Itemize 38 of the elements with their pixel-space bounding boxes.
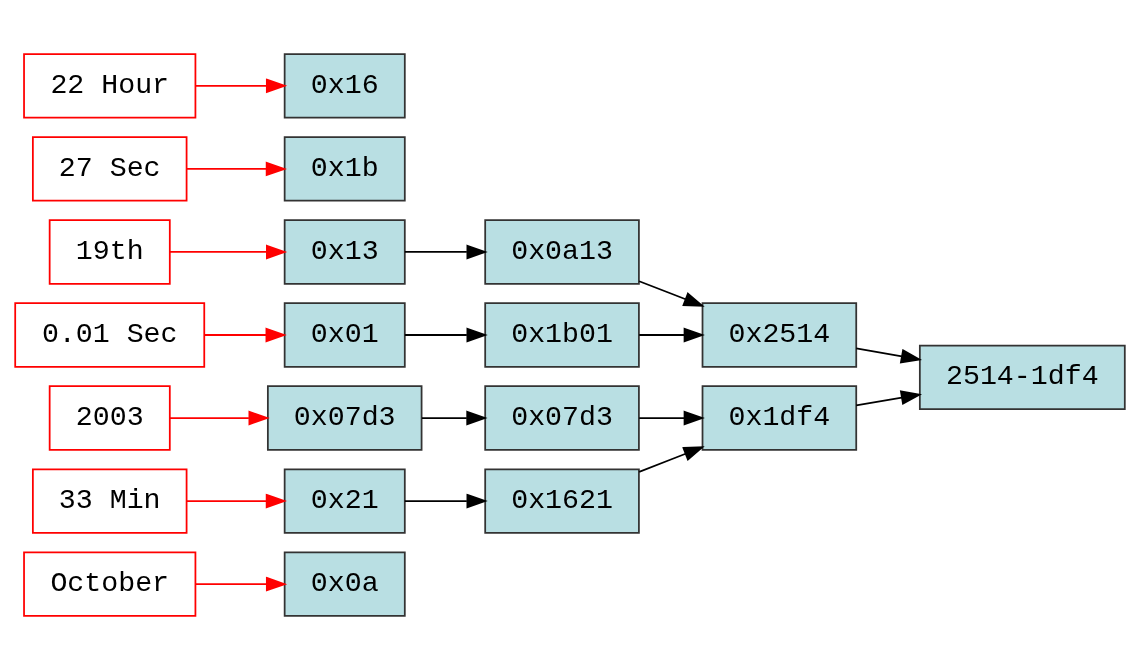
node-box: 2003 — [48, 384, 171, 451]
node-box: 22 Hour — [23, 52, 197, 119]
arrow — [855, 346, 923, 364]
arrow — [638, 410, 705, 425]
node-box: 0x01 — [283, 301, 406, 368]
arrow — [185, 493, 287, 508]
node-box: 0.01 Sec — [14, 301, 206, 368]
node-box: 0x07d3 — [267, 384, 423, 451]
node-box: 27 Sec — [32, 135, 188, 202]
arrow — [855, 389, 923, 406]
arrow — [421, 410, 488, 425]
node-box: 0x13 — [283, 218, 406, 285]
node-box: 0x21 — [283, 467, 406, 534]
node-box: 0x1df4 — [701, 384, 858, 451]
arrow — [638, 445, 705, 473]
node-box: 19th — [48, 218, 171, 285]
arrow — [169, 244, 288, 259]
arrow — [638, 327, 705, 342]
node-box: 0x0a13 — [484, 218, 640, 285]
arrow — [194, 576, 288, 592]
arrow — [203, 327, 287, 342]
node-box: 0x1b — [283, 135, 406, 202]
node-box: 0x07d3 — [484, 384, 640, 451]
arrow — [404, 493, 488, 508]
arrow — [638, 279, 705, 307]
arrow — [404, 327, 488, 342]
arrow — [404, 244, 488, 259]
node-box: 0x1b01 — [484, 301, 640, 368]
node-box: 0x1621 — [484, 467, 640, 534]
arrow — [185, 161, 287, 176]
node-box: 0x0a — [283, 550, 406, 617]
arrow — [194, 77, 288, 93]
node-box: 2514-1df4 — [918, 344, 1126, 410]
node-box: 0x16 — [283, 52, 406, 119]
node-box: 33 Min — [32, 467, 188, 534]
arrow — [169, 410, 270, 425]
node-box: 0x2514 — [701, 301, 858, 368]
node-box: October — [23, 550, 197, 617]
